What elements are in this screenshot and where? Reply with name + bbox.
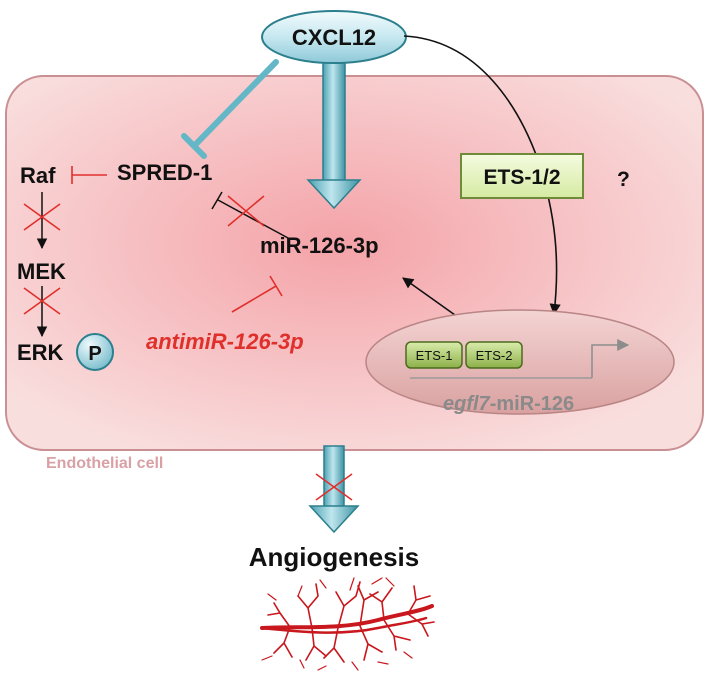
block-cross-icon [227, 195, 265, 227]
antimir-inhibition-icon [231, 275, 283, 313]
cxcl12-inhibits-spred1-icon [181, 59, 279, 159]
blood-vessel-icon [260, 577, 435, 671]
block-cross-icon [23, 203, 61, 231]
mek-label: MEK [17, 259, 66, 284]
raf-label: Raf [20, 163, 56, 188]
mir-inhibits-spred1-icon [211, 191, 289, 239]
ets1-factor [405, 341, 463, 369]
ets2-factor [465, 341, 523, 369]
cxcl12-label: CXCL12 [292, 25, 376, 50]
spred1-inhibits-raf-icon [71, 166, 107, 184]
angiogenesis-label: Angiogenesis [249, 542, 419, 572]
mir126-label: miR-126-3p [260, 233, 379, 258]
phospho-circle-icon [76, 333, 114, 371]
gene-label: egfl7-miR-126 [443, 393, 574, 415]
transcription-arrow [402, 277, 463, 321]
ets2-label: ETS-2 [476, 348, 513, 363]
antimir-label: antimiR-126-3p [146, 329, 304, 354]
ets1-label: ETS-1 [416, 348, 453, 363]
spred1-label: SPRED-1 [117, 160, 212, 185]
erk-label: ERK [17, 340, 64, 365]
angiogenesis-arrow-icon [308, 445, 360, 534]
phospho-label: P [88, 343, 101, 365]
block-cross-icon [23, 287, 61, 315]
gene-promoter-icon [410, 339, 630, 379]
cxcl12-ligand-oval [261, 10, 407, 64]
question-mark: ? [617, 168, 630, 191]
ets12-box [460, 153, 584, 199]
ets12-label: ETS-1/2 [483, 166, 560, 189]
block-cross-icon [315, 473, 353, 501]
cell-label: Endothelial cell [46, 455, 163, 472]
